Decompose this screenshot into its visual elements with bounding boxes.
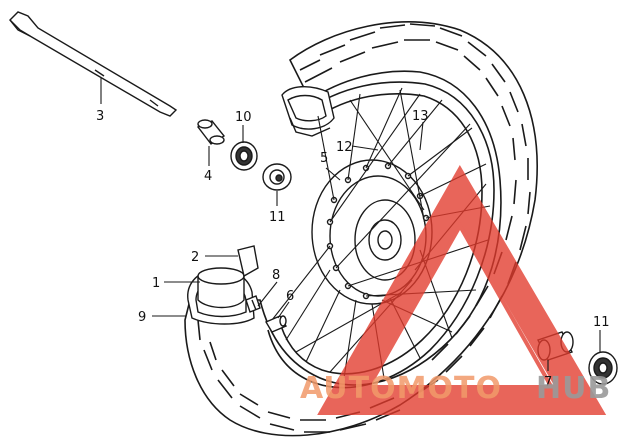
label-spoke-outer: 12 [336,140,353,155]
valve-cap [264,315,288,333]
spacer [196,119,226,145]
valve-stem [245,295,261,313]
label-spoke-inner: 13 [412,109,429,124]
leader-lines [100,78,601,371]
watermark-text-hub: HUB [536,371,611,406]
label-valve-nut: 8 [272,268,280,283]
label-bearing-retainer: 11 [269,210,286,225]
label-tire: 9 [138,310,146,325]
axle [9,11,178,117]
label-valve-cap: 6 [286,289,294,304]
watermark-logo [317,165,607,415]
label-hub: 5 [320,151,328,166]
rim-band [237,245,259,278]
label-rim-band: 2 [191,250,199,265]
tire-cut-section-top [281,86,335,137]
bearing-right [588,351,618,385]
bearing-left [230,141,258,171]
label-spacer: 4 [204,169,212,184]
label-axle: 3 [96,109,104,124]
label-axle-sleeve: 7 [544,375,552,390]
inner-tube [197,267,245,309]
label-bearing-left: 10 [235,110,252,125]
label-bearing-right: 11 [593,315,610,330]
bearing-retainer [262,163,292,191]
label-tube: 1 [152,276,160,291]
watermark-text-automoto: AUTOMOTO [300,371,502,406]
tire [184,21,538,437]
